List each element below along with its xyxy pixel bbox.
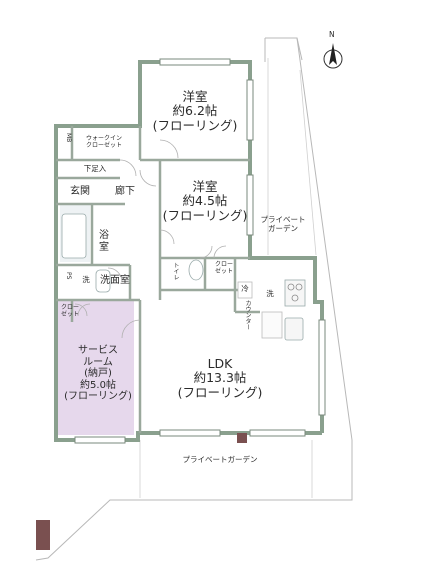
north-arrow-icon (323, 43, 343, 69)
fridge-space (237, 281, 253, 299)
western-room-1-label: 洋室 約6.2帖 (フローリング) (145, 89, 245, 133)
closet-service-line2: ゼット (60, 310, 79, 318)
mb-label: MB (65, 133, 72, 143)
side-garden-line2: ガーデン (268, 223, 298, 233)
washbasin (95, 269, 111, 293)
kitchen-sink (284, 317, 304, 341)
western-room-1-name: 洋室 (182, 89, 208, 104)
windows (74, 58, 326, 444)
western-room-2-floor: (フローリング) (162, 207, 248, 223)
western-room-2-label: 洋室 約4.5帖 (フローリング) (160, 179, 250, 223)
walk-in-closet-line1: ウォークイン (85, 135, 122, 142)
pillars (36, 433, 247, 550)
washer-mark: 洗 (266, 289, 274, 298)
service-room-floor: (フローリング) (64, 391, 132, 402)
side-garden-line1: プライベート (260, 215, 306, 224)
western-room-1-size: 約6.2帖 (172, 103, 218, 119)
ldk-name: LDK (207, 356, 233, 371)
ldk-floor: (フローリング) (177, 384, 263, 400)
wash-mark: 洗 (82, 275, 90, 284)
western-room-2-name: 洋室 (192, 179, 218, 194)
kitchen-stove (284, 279, 306, 307)
washroom-label: 洗面室 (100, 275, 130, 286)
service-room-size: 約5.0帖 (80, 379, 116, 391)
closet-label-service: クロー ゼット (58, 304, 82, 319)
service-room-label: サービス ルーム (納戸) 約5.0帖 (フローリング) (58, 345, 138, 403)
garden-boundary (35, 37, 353, 561)
bath-name1: 浴 (99, 230, 109, 241)
service-room-note: (納戸) (84, 368, 112, 379)
fridge-mark: 冷 (241, 284, 249, 293)
ldk-label: LDK 約13.3帖 (フローリング) (170, 356, 270, 400)
western-room-1-floor: (フローリング) (152, 117, 238, 133)
service-room-name2: ルーム (83, 356, 113, 368)
walk-in-closet-label: ウォークイン クローゼット (76, 135, 132, 150)
door-swings (74, 139, 227, 339)
service-room-name1: サービス (78, 345, 118, 356)
toilet-bowl (188, 259, 204, 281)
service-room-fill (58, 300, 134, 435)
western-room-2-size: 約4.5帖 (182, 193, 228, 209)
closet-service-line1: クロー (60, 304, 79, 311)
interior-walls (56, 126, 260, 433)
ldk-size: 約13.3帖 (193, 370, 247, 386)
shoe-box-label: 下足入 (83, 164, 107, 173)
closet-room2-line2: ゼット (214, 267, 233, 275)
bottom-garden-label: プライベートガーデン (182, 455, 258, 464)
garden-paving (139, 58, 317, 498)
bath-label: 浴 室 (95, 230, 113, 253)
hallway-label: 廊下 (115, 186, 135, 197)
closet-room2-line1: クロー (214, 261, 233, 268)
bath-name2: 室 (99, 241, 109, 253)
north-compass: N (318, 30, 348, 75)
bathtub (61, 213, 87, 259)
entrance-label: 玄関 (70, 186, 90, 197)
walk-in-closet-line2: クローゼット (85, 141, 122, 149)
kitchen-counter (261, 311, 283, 339)
ps-label: PS (65, 272, 72, 280)
toilet-label: トイレ (172, 262, 179, 280)
counter-label: カウンター (244, 300, 251, 330)
compass-letter: N (329, 30, 335, 39)
side-garden-label: プライベート ガーデン (252, 215, 314, 233)
closet-label-room2: クロー ゼット (212, 261, 236, 276)
